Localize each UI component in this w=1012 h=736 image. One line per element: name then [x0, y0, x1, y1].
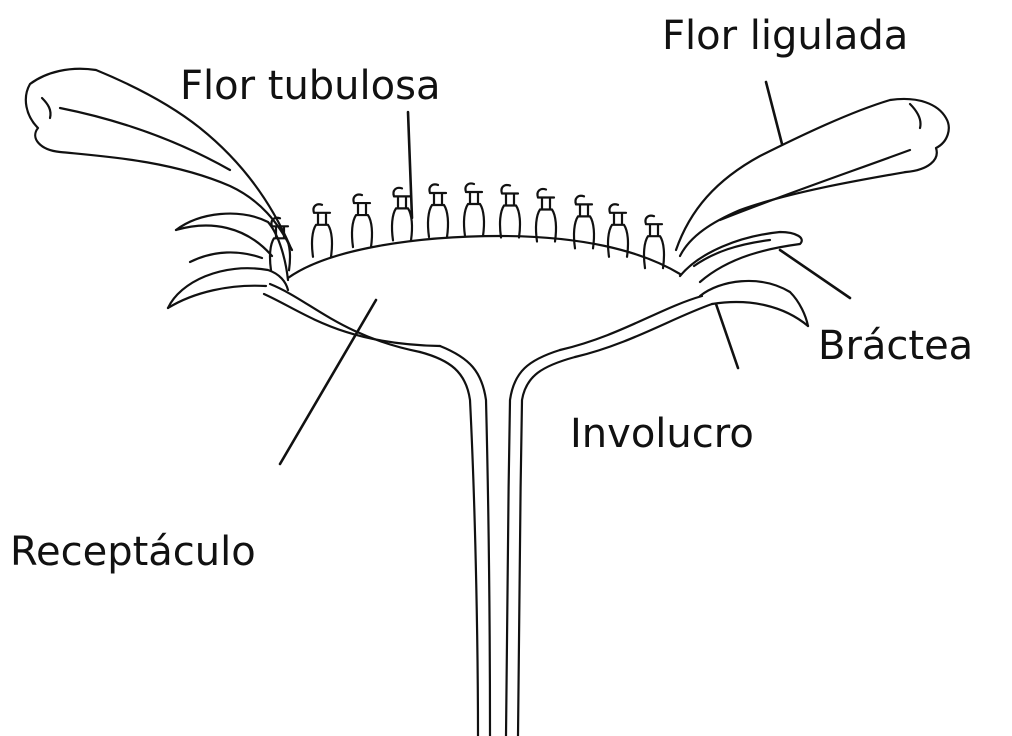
label-flor-ligulada: Flor ligulada: [662, 16, 908, 56]
leader-line-bractea: [780, 250, 850, 298]
tubular-floret: [392, 188, 412, 241]
tubular-floret: [312, 204, 332, 257]
stem: [420, 346, 575, 736]
leader-line-involucro: [716, 304, 738, 368]
label-bractea: Bráctea: [818, 326, 973, 366]
bracts-right: [680, 232, 808, 326]
ray-flower-right: [676, 99, 949, 256]
leader-lines: [280, 82, 850, 464]
label-involucro: Involucro: [570, 414, 754, 454]
tubular-floret: [536, 189, 556, 242]
label-receptaculo: Receptáculo: [10, 532, 256, 572]
tubular-floret: [464, 183, 484, 236]
tubular-floret: [428, 184, 448, 237]
label-flor-tubulosa: Flor tubulosa: [180, 66, 440, 106]
tubular-floret: [500, 185, 520, 238]
tubular-floret: [352, 195, 372, 248]
leader-line-flor-ligulada: [766, 82, 782, 144]
leader-line-flor-tubulosa: [408, 112, 412, 218]
